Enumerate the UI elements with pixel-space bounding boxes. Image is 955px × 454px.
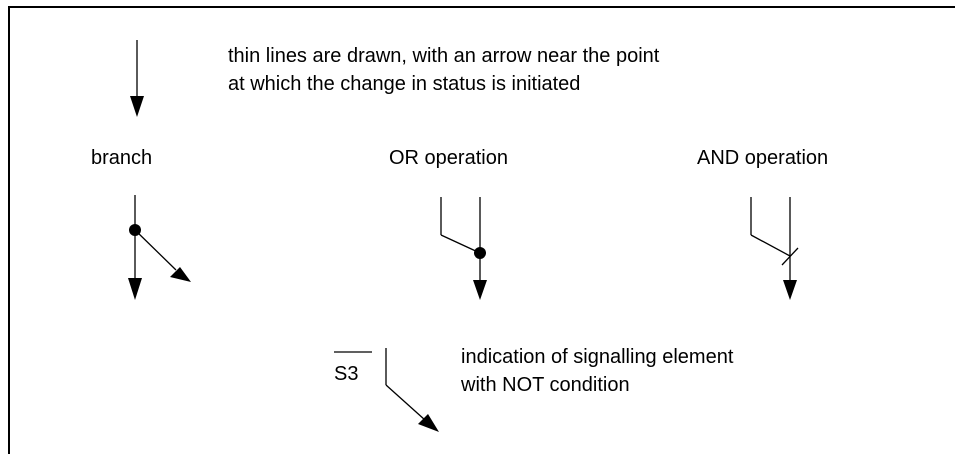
or-junction-dot [474, 247, 486, 259]
label-and-operation: AND operation [697, 147, 828, 169]
intro-text-line2: at which the change in status is initiat… [228, 73, 580, 95]
branch-symbol [128, 195, 191, 300]
label-branch: branch [91, 147, 152, 169]
or-operation-symbol [440, 197, 487, 300]
diagram-frame [8, 6, 955, 454]
label-or-operation: OR operation [389, 147, 508, 169]
intro-text-line1: thin lines are drawn, with an arrow near… [228, 45, 660, 67]
not-description-line2: with NOT condition [460, 374, 630, 396]
signal-element-label: S3 [334, 363, 358, 385]
branch-junction-dot [129, 224, 141, 236]
not-description-line1: indication of signalling element [461, 346, 734, 368]
and-operation-symbol [750, 197, 799, 300]
not-signal-symbol: S3 [334, 348, 439, 432]
thin-line-arrow-example [130, 40, 144, 117]
